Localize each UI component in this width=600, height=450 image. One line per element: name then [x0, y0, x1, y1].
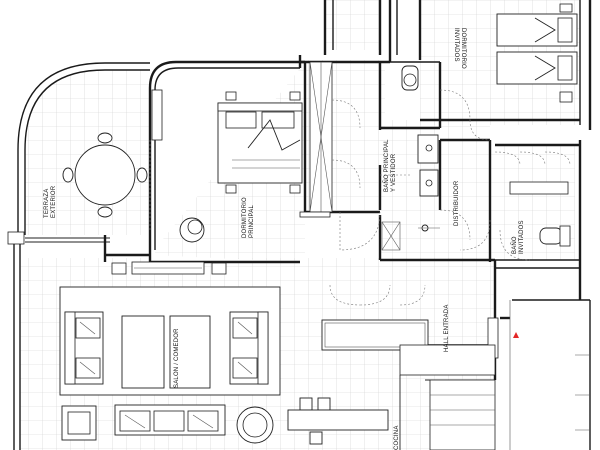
- entrance-marker: [513, 332, 519, 338]
- label-master-bath: BAÑO PRINCIPAL Y VESTIDOR: [383, 138, 397, 192]
- bedroom-shelf: [151, 89, 163, 141]
- label-kitchen: COCINA: [394, 425, 400, 450]
- label-guest-bedroom: DORMITORIO INVITADOS: [453, 28, 466, 71]
- side-table: [61, 405, 97, 441]
- distributor-doors: [439, 209, 491, 251]
- label-hallway: DISTRIBUIDOR: [454, 180, 460, 226]
- sofa-left: [64, 311, 104, 385]
- terrace-table: [62, 132, 148, 218]
- guest-bath-fixtures: [499, 225, 571, 261]
- master-bed: [217, 91, 303, 194]
- label-living: SALON / COMEDOR: [174, 328, 180, 388]
- master-bath-fixtures: [381, 65, 440, 251]
- armchair: [179, 217, 205, 243]
- kitchen-counter: [399, 344, 496, 450]
- round-table: [236, 406, 274, 444]
- kitchen-island: [287, 409, 389, 431]
- bath-doors: [331, 99, 410, 251]
- exterior-ticks: [575, 354, 590, 431]
- label-guest-bath: BAÑO INVITADOS: [511, 220, 525, 254]
- guest-wardrobe: [494, 151, 571, 195]
- sofa-right: [229, 311, 269, 385]
- label-master-bedroom: DORMITORIO PRINCIPAL: [242, 195, 255, 238]
- label-entrance: HALL ENTRADA: [444, 304, 450, 352]
- wardrobe: [299, 61, 333, 218]
- bar-stools: [299, 397, 331, 445]
- guest-bedroom-doors: [439, 89, 491, 141]
- label-terrace: TERRAZA EXTERIOR: [44, 185, 57, 218]
- guest-beds: [496, 3, 578, 103]
- sofa-bottom: [114, 404, 226, 436]
